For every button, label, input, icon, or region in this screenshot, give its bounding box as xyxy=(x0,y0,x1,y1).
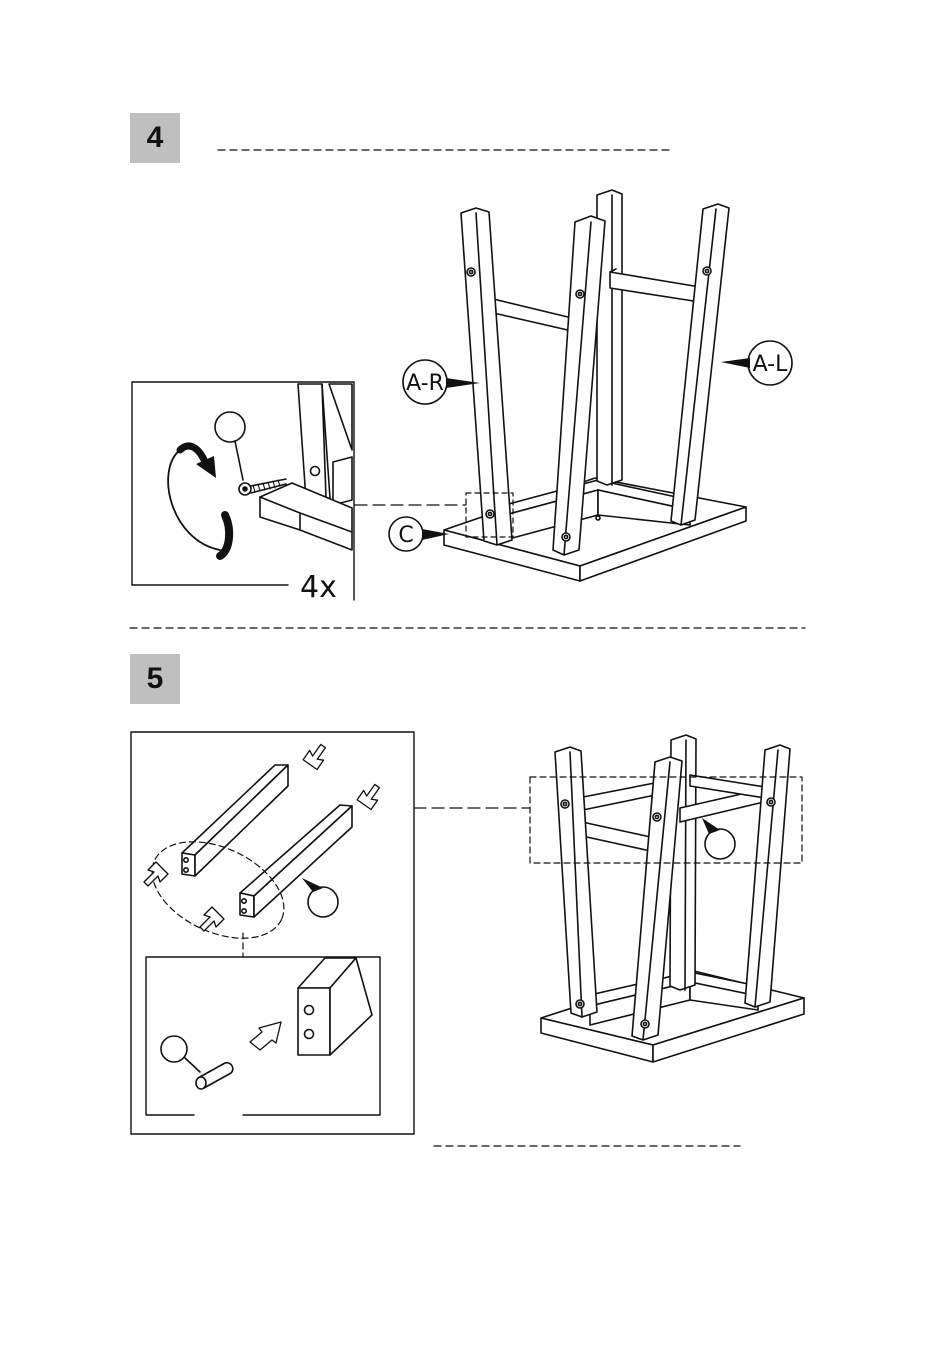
dowel-detail-panel xyxy=(146,957,380,1115)
label-a-r: A-R xyxy=(406,371,444,396)
screw-detail-panel xyxy=(132,382,354,600)
leg-a-l xyxy=(671,204,729,525)
leg-a-r xyxy=(461,208,512,545)
stretcher-upper-right xyxy=(610,269,700,302)
rail-part-bubble xyxy=(308,887,338,917)
label-a-l: A-L xyxy=(753,352,789,377)
stretcher-upper-left xyxy=(485,294,572,331)
quantity-label: 4x xyxy=(300,570,337,605)
leg-left-step5 xyxy=(555,747,597,1017)
label-c: C xyxy=(398,523,413,548)
stretcher-rail-1 xyxy=(182,765,288,876)
